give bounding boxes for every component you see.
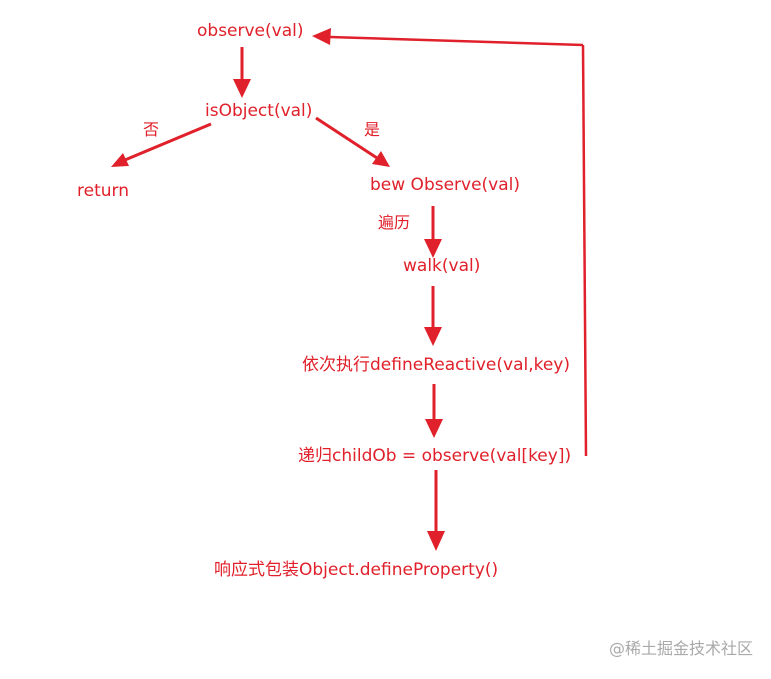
node-recursive-observe: 递归childOb = observe(val[key]) <box>298 446 572 466</box>
node-new-observe: bew Observe(val) <box>370 175 521 195</box>
edge-label-no: 否 <box>143 120 160 139</box>
edge-label-traverse: 遍历 <box>378 213 411 232</box>
arrowhead-recursive-to-define-property <box>427 531 445 551</box>
loop-line-vertical <box>581 44 588 457</box>
arrowhead-isobject-to-new-observe <box>372 151 390 167</box>
node-observe: observe(val) <box>197 21 304 41</box>
edge-label-yes: 是 <box>364 120 381 139</box>
node-return: return <box>77 181 129 201</box>
arrowhead-new-observe-to-walk <box>424 239 442 258</box>
node-define-property: 响应式包装Object.defineProperty() <box>214 560 499 580</box>
loop-line-horizontal <box>329 35 584 47</box>
arrowhead-observe-to-isobject <box>233 79 251 98</box>
arrowhead-define-reactive-to-recursive <box>425 419 443 438</box>
watermark: @稀土掘金技术社区 <box>608 639 753 658</box>
node-define-reactive: 依次执行defineReactive(val,key) <box>302 355 570 375</box>
node-is-object: isObject(val) <box>205 101 313 121</box>
arrowhead-walk-to-define-reactive <box>424 327 442 346</box>
arrow-isobject-to-return <box>124 122 212 162</box>
node-walk: walk(val) <box>403 256 481 276</box>
arrowhead-isobject-to-return <box>111 153 129 167</box>
arrowhead-loop-to-observe <box>312 28 331 45</box>
arrow-isobject-to-new-observe <box>315 116 378 160</box>
